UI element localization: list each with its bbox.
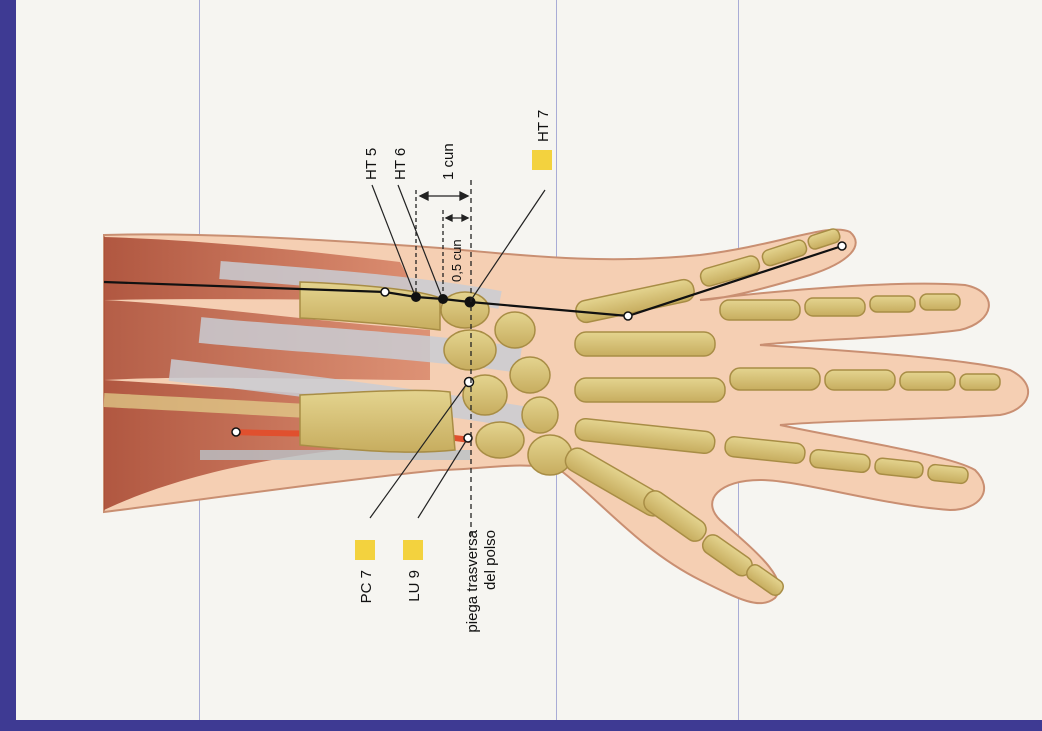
meridian-point xyxy=(381,288,389,296)
meridian-point xyxy=(624,312,632,320)
label-wrist-fold-line2: del polso xyxy=(482,530,499,590)
artery-point xyxy=(232,428,240,436)
label-lu9: LU 9 xyxy=(406,570,423,602)
lu9-marker xyxy=(403,540,423,560)
ht7-point xyxy=(465,297,476,308)
ht9-point xyxy=(838,242,846,250)
label-wrist-fold-line1: piega trasversa xyxy=(464,529,481,632)
ht5-point xyxy=(411,292,421,302)
ht7-marker xyxy=(532,150,552,170)
label-half-cun: 0,5 cun xyxy=(449,239,464,282)
label-one-cun: 1 cun xyxy=(440,143,457,180)
label-pc7: PC 7 xyxy=(358,570,375,603)
label-ht7: HT 7 xyxy=(535,110,552,142)
ht6-point xyxy=(438,294,448,304)
label-ht5: HT 5 xyxy=(363,148,380,180)
label-ht6: HT 6 xyxy=(392,148,409,180)
pc7-marker xyxy=(355,540,375,560)
